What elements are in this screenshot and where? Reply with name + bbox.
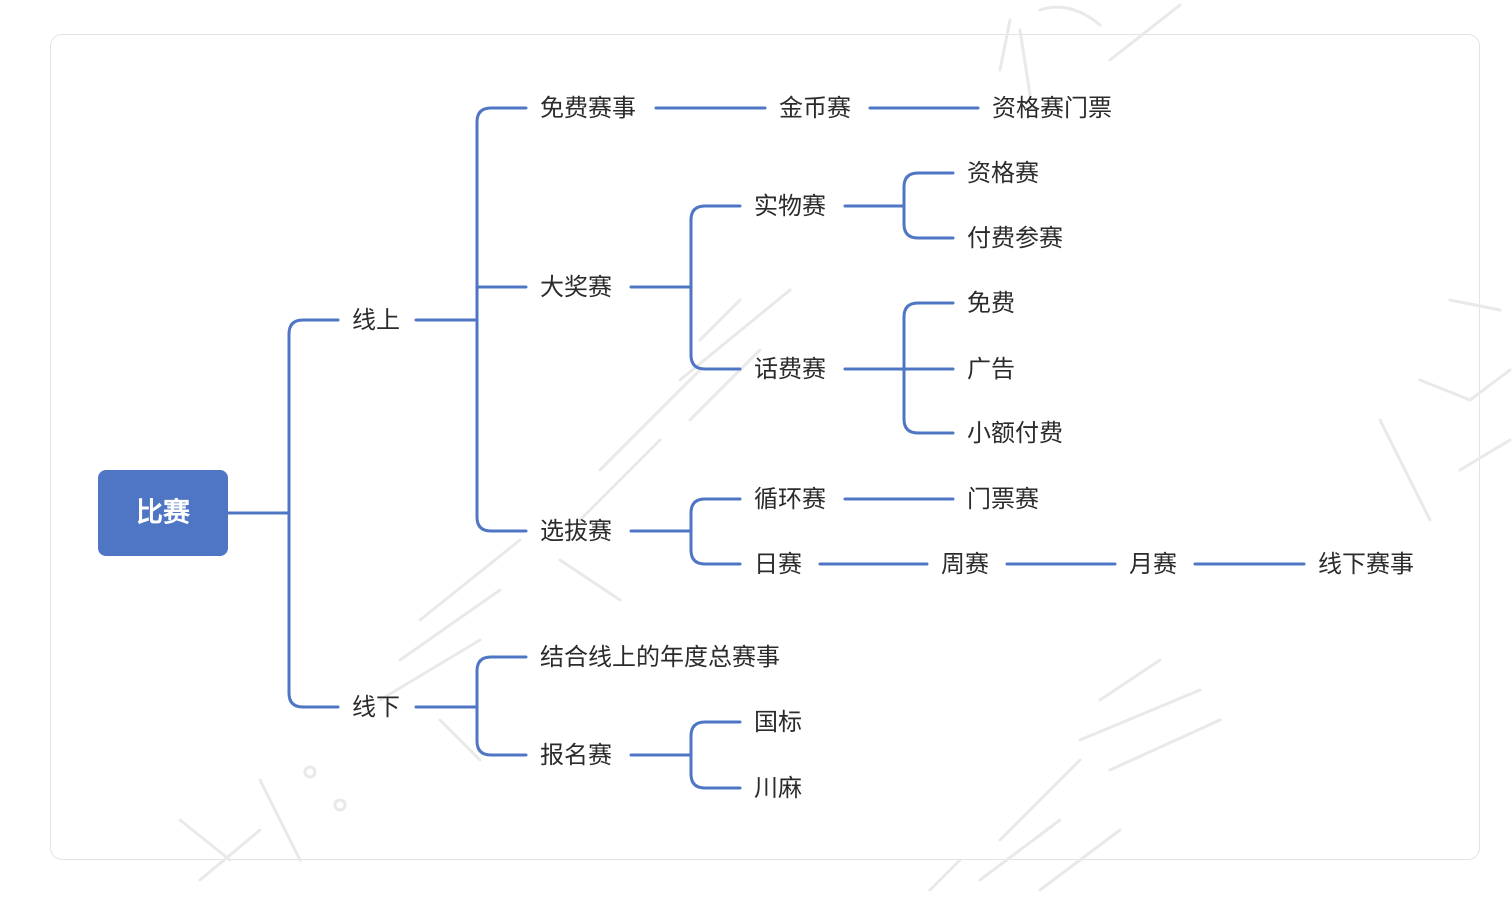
connector-branch <box>287 691 340 709</box>
root-node <box>98 470 228 556</box>
connector-branch <box>689 353 742 371</box>
node-实物赛: 实物赛 <box>754 192 826 220</box>
node-资格赛门票: 资格赛门票 <box>992 94 1112 122</box>
connector-branch <box>287 318 340 336</box>
node-门票赛: 门票赛 <box>967 485 1039 513</box>
node-免费: 免费 <box>967 289 1015 317</box>
node-报名赛: 报名赛 <box>540 741 612 769</box>
node-国标: 国标 <box>754 708 802 736</box>
connector-branch <box>475 106 528 124</box>
connector-branch <box>689 497 742 515</box>
node-周赛: 周赛 <box>941 550 989 578</box>
connector-branch <box>689 548 742 566</box>
node-线下赛事: 线下赛事 <box>1318 550 1414 578</box>
node-话费赛: 话费赛 <box>754 355 826 383</box>
connector-branch <box>689 204 742 222</box>
node-大奖赛: 大奖赛 <box>540 273 612 301</box>
node-川麻: 川麻 <box>754 774 802 802</box>
node-选拔赛: 选拔赛 <box>540 517 612 545</box>
node-广告: 广告 <box>967 355 1015 383</box>
root-label: 比赛 <box>136 497 191 529</box>
connector-branch <box>689 720 742 738</box>
node-月赛: 月赛 <box>1129 550 1177 578</box>
node-小额付费: 小额付费 <box>967 419 1063 447</box>
node-循环赛: 循环赛 <box>754 485 826 513</box>
node-结合线上的年度总赛事: 结合线上的年度总赛事 <box>540 643 780 671</box>
connector-branch <box>902 171 955 189</box>
connector-branch <box>902 417 955 435</box>
node-线下: 线下 <box>352 693 400 721</box>
node-付费参赛: 付费参赛 <box>967 224 1063 252</box>
node-日赛: 日赛 <box>754 550 802 578</box>
node-线上: 线上 <box>352 306 400 334</box>
connector-branch <box>902 222 955 240</box>
connector-branch <box>475 739 528 757</box>
watermark <box>178 3 1512 892</box>
node-资格赛: 资格赛 <box>967 159 1039 187</box>
node-免费赛事: 免费赛事 <box>540 94 636 122</box>
node-金币赛: 金币赛 <box>779 94 851 122</box>
connector-branch <box>902 301 955 319</box>
connector-branch <box>475 655 528 673</box>
connector-branch <box>475 515 528 533</box>
connector-branch <box>689 772 742 790</box>
